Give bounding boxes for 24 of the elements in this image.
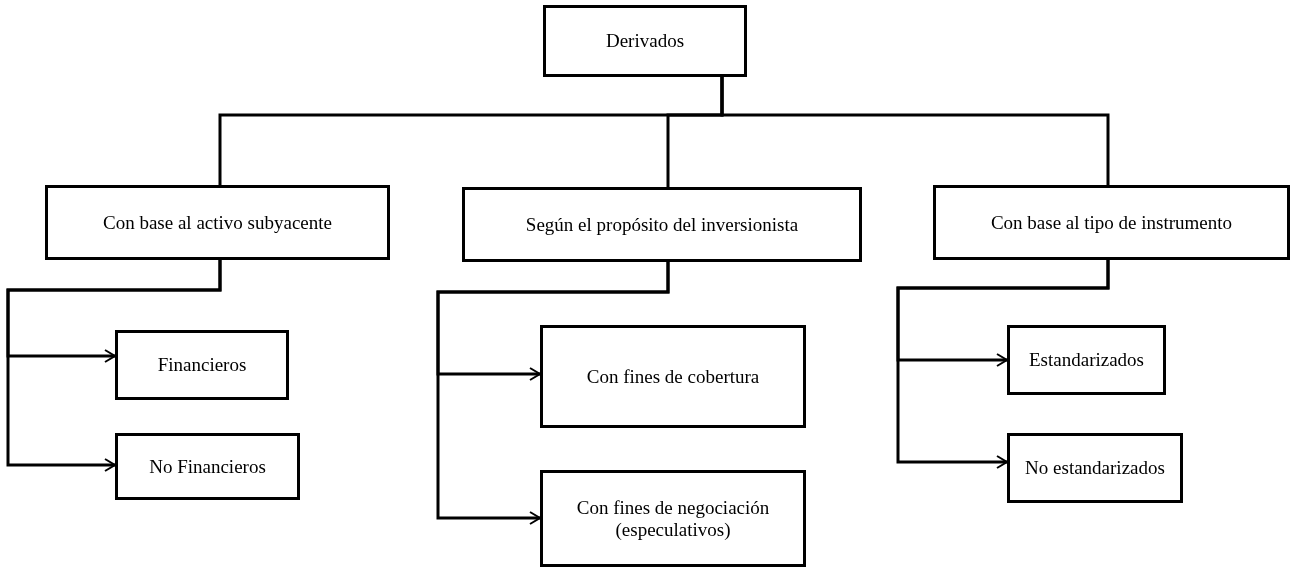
connector-line	[720, 77, 1110, 185]
arrow	[896, 260, 1110, 469]
node-label: Financieros	[157, 354, 247, 376]
category-box	[1007, 325, 1166, 395]
category-box	[115, 433, 300, 500]
category-box	[45, 185, 390, 260]
category-box	[540, 470, 806, 567]
node-label: Con base al activo subyacente	[103, 211, 332, 234]
node-label: Según el propósito del inversionista	[525, 213, 799, 236]
category-box	[543, 5, 747, 77]
node-label: Con base al tipo de instrumento	[990, 211, 1233, 234]
category-box	[540, 325, 806, 428]
category-box	[1007, 433, 1183, 503]
node-label: Con fines de cobertura	[586, 365, 760, 388]
category-box	[933, 185, 1290, 260]
arrow	[6, 260, 222, 472]
node-label: No estandarizados	[1025, 457, 1165, 479]
category-box	[115, 330, 289, 400]
category-box	[462, 187, 862, 262]
node-label: Estandarizados	[1029, 349, 1144, 371]
arrow	[436, 262, 670, 525]
node-label: Derivados	[605, 30, 685, 52]
node-label: Con fines de negociación (especulativos)	[575, 496, 771, 541]
node-label: No Financieros	[149, 455, 266, 478]
